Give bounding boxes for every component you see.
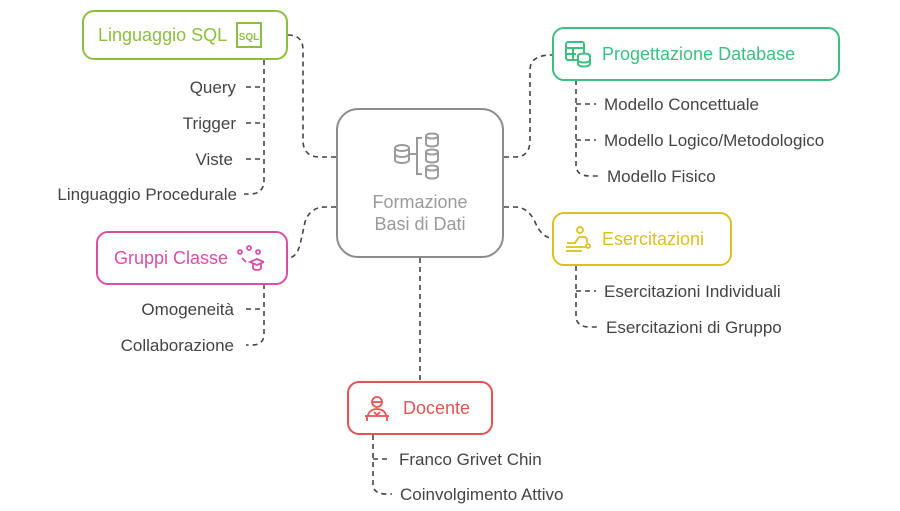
sql-item-trigger: Trigger xyxy=(182,114,236,133)
gruppi-item-collaborazione: Collaborazione xyxy=(120,336,234,355)
connector-sql-children xyxy=(244,60,265,195)
docente-item-nome: Franco Grivet Chin xyxy=(399,450,542,469)
docente-item-coinvolgimento: Coinvolgimento Attivo xyxy=(400,485,564,504)
branch-label-esercitazioni: Esercitazioni xyxy=(602,228,705,249)
sql-item-query: Query xyxy=(189,78,236,97)
connector-center-sql xyxy=(287,34,336,158)
connector-center-progettazione xyxy=(504,54,553,158)
esercitazioni-item-gruppo: Esercitazioni di Gruppo xyxy=(606,318,782,337)
sql-item-procedurale: Linguaggio Procedurale xyxy=(57,185,237,204)
esercitazioni-item-individuali: Esercitazioni Individuali xyxy=(604,282,781,301)
progettazione-item-logico: Modello Logico/Metodologico xyxy=(604,131,825,150)
connector-esercitazioni-children xyxy=(575,266,598,328)
branch-node-gruppi[interactable]: Gruppi Classe xyxy=(96,231,288,285)
branch-label-progettazione: Progettazione Database xyxy=(602,43,796,64)
progettazione-item-concettuale: Modello Concettuale xyxy=(604,95,759,114)
teacher-icon xyxy=(363,394,391,422)
center-title-line2: Basi di Dati xyxy=(374,213,466,234)
connector-center-esercitazioni xyxy=(504,206,553,239)
branch-node-sql[interactable]: Linguaggio SQL SQL xyxy=(82,10,288,60)
sql-icon: SQL xyxy=(235,21,263,49)
branch-label-docente: Docente xyxy=(403,397,471,418)
database-hierarchy-icon xyxy=(392,132,448,185)
svg-text:SQL: SQL xyxy=(239,32,260,43)
group-graduation-icon xyxy=(236,244,265,272)
connector-progettazione-children xyxy=(575,80,598,177)
progettazione-item-fisico: Modello Fisico xyxy=(607,167,716,186)
connector-docente-children xyxy=(372,435,392,495)
branch-node-progettazione[interactable]: Progettazione Database xyxy=(552,27,840,81)
connector-center-gruppi xyxy=(287,206,336,259)
center-title-line1: Formazione xyxy=(372,191,468,212)
exercise-person-icon xyxy=(564,225,592,253)
gruppi-item-omogeneita: Omogeneità xyxy=(141,300,234,319)
branch-label-sql: Linguaggio SQL xyxy=(98,24,228,45)
sql-item-viste: Viste xyxy=(195,150,234,169)
branch-label-gruppi: Gruppi Classe xyxy=(114,247,229,268)
table-database-icon xyxy=(564,40,592,68)
branch-node-esercitazioni[interactable]: Esercitazioni xyxy=(552,212,732,266)
connector-gruppi-children xyxy=(246,284,265,346)
branch-node-docente[interactable]: Docente xyxy=(347,381,493,435)
center-node[interactable]: Formazione Basi di Dati xyxy=(336,108,504,258)
